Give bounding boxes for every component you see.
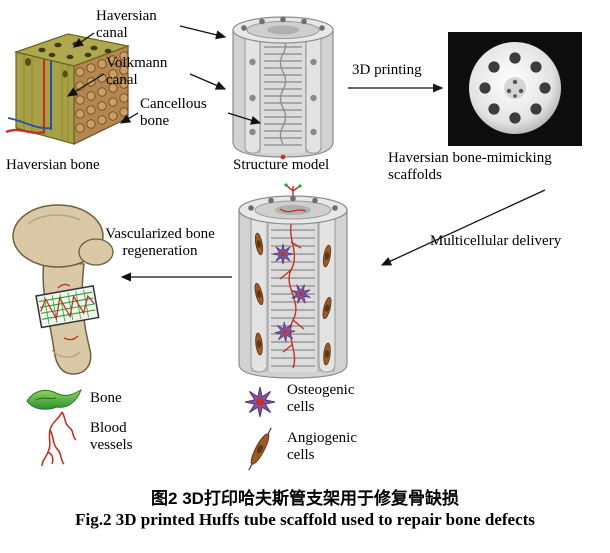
structure-model-illustration (228, 12, 338, 164)
haversian-canal-label: Haversian canal (96, 8, 157, 41)
haversian-bone-caption: Haversian bone (6, 157, 100, 173)
scaffolds-caption: Haversian bone-mimicking scaffolds (388, 150, 552, 184)
angiogenic-legend-label: Angiogenic cells (287, 430, 357, 463)
osteogenic-legend-label: Osteogenic cells (287, 382, 355, 415)
bone-implant-illustration (6, 200, 124, 378)
volkmann-canal-label: Volkmann canal (106, 55, 168, 88)
multicellular-delivery-label: Multicellular delivery (430, 233, 562, 249)
blood-vessels-legend-label: Blood vessels (90, 420, 133, 453)
figure-caption-en: Fig.2 3D printed Huffs tube scaffold use… (75, 510, 535, 529)
scaffold-photo (448, 32, 582, 146)
cancellous-bone-label: Cancellous bone (140, 96, 207, 129)
vascularized-regeneration-label: Vascularized bone regeneration (105, 226, 215, 259)
arrow-volkmann-canal-to-model (189, 73, 227, 90)
arrow-multicellular-delivery (380, 189, 546, 266)
osteogenic-cell-icon (236, 384, 284, 420)
multicellular-scaffold-illustration (233, 182, 353, 387)
structure-model-caption: Structure model (233, 157, 330, 173)
figure-caption-zh: 图2 3D打印哈夫斯管支架用于修复骨缺损 (151, 489, 459, 508)
printing-label: 3D printing (352, 62, 422, 78)
arrow-haversian-canal-to-model (179, 25, 227, 40)
bone-icon (24, 386, 84, 412)
angiogenic-cell-icon (238, 422, 282, 476)
blood-vessels-icon (34, 410, 80, 468)
bone-legend-label: Bone (90, 390, 122, 406)
